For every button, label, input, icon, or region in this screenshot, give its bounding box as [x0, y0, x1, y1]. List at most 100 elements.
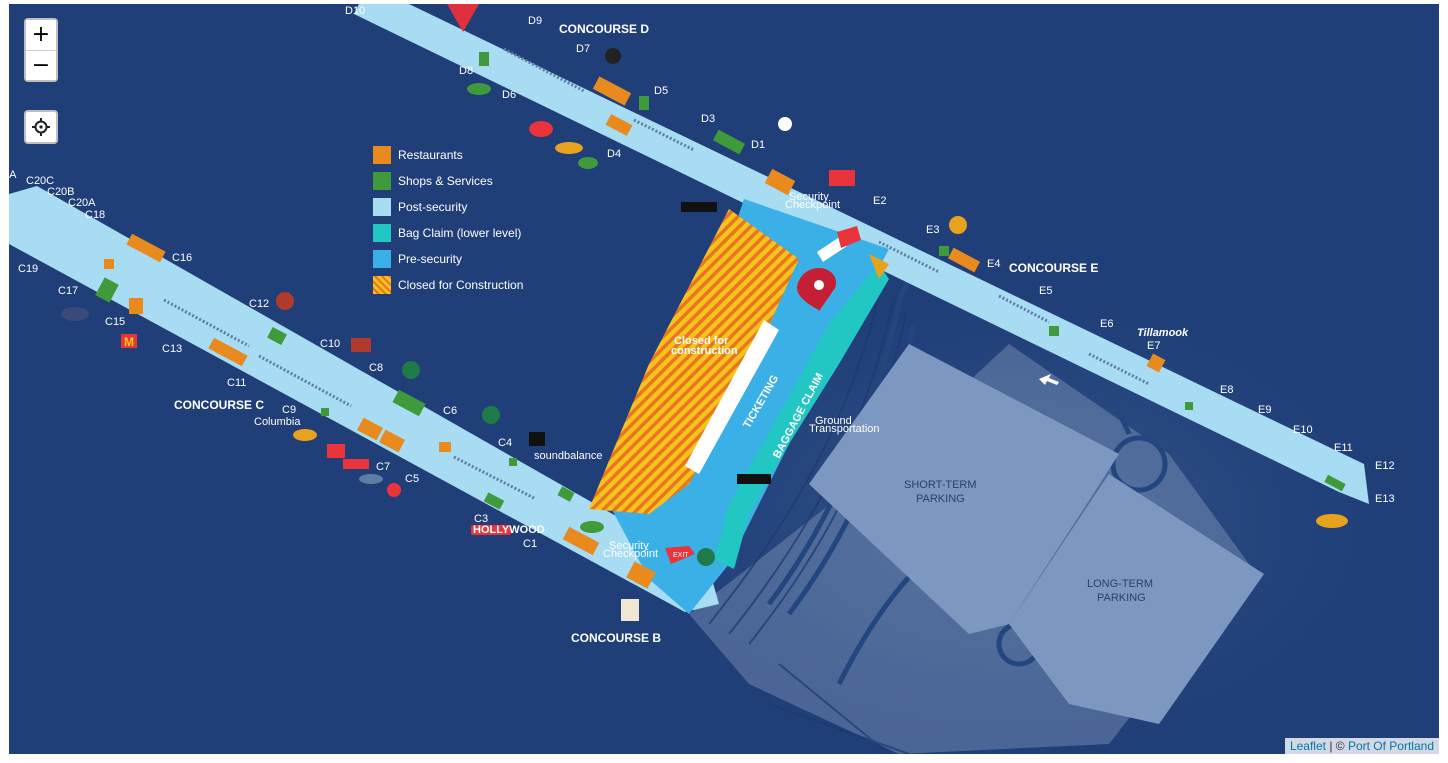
soundbalance-label: soundbalance	[534, 450, 603, 462]
airport-map: EXIT Closed for construction TICKETING B…	[9, 4, 1439, 754]
zoom-out-button[interactable]: −	[26, 50, 56, 80]
gate-c8: C8	[369, 362, 383, 374]
gate-c19: C19	[18, 263, 38, 275]
gate-e5: E5	[1039, 285, 1052, 297]
legend-label: Pre-security	[398, 252, 463, 266]
gate-c10: C10	[320, 338, 340, 350]
gate-c13: C13	[162, 343, 182, 355]
closed-label-1: Closed for	[674, 335, 729, 347]
hollywood-sign	[471, 525, 511, 535]
zoom-control: + −	[24, 18, 58, 82]
gate-d10: D10	[345, 5, 365, 17]
gate-e9: E9	[1258, 404, 1271, 416]
ticket-counters	[685, 236, 847, 474]
concourse-d-label: CONCOURSE D	[559, 22, 649, 36]
gate-c11: C11	[227, 377, 246, 389]
road-arrow	[1039, 374, 1059, 385]
gate-c5: C5	[405, 473, 419, 485]
gate-e6: E6	[1100, 318, 1113, 330]
legend-item: Pre-security	[373, 246, 523, 272]
map-attribution: Leaflet | © Port Of Portland	[1284, 738, 1439, 754]
closed-construction-zone	[589, 209, 799, 514]
legend-item: Post-security	[373, 194, 523, 220]
gate-e12: E12	[1375, 460, 1395, 472]
gate-c16: C16	[172, 252, 192, 264]
concourse-c-label: CONCOURSE C	[174, 398, 264, 412]
gate-d6: D6	[502, 89, 516, 101]
tillamook-label: Tillamook	[1137, 327, 1189, 339]
gate-e13: E13	[1375, 493, 1395, 505]
ground-label-1: Ground	[815, 415, 852, 427]
attribution-separator: | ©	[1325, 739, 1348, 753]
gate-e10: E10	[1293, 424, 1313, 436]
svg-text:EXIT: EXIT	[673, 552, 689, 559]
gate-d7: D7	[576, 43, 590, 55]
gate-e4: E4	[987, 258, 1000, 270]
legend-item: Bag Claim (lower level)	[373, 220, 523, 246]
gate-d1: D1	[751, 139, 765, 151]
hollywood-label: HOLLYWOOD	[473, 524, 545, 536]
long-term-label-1: LONG-TERM	[1087, 578, 1153, 590]
ground-label-2: Transportation	[809, 423, 880, 435]
columbia-label: Columbia	[254, 416, 301, 428]
gate-c7: C7	[376, 461, 390, 473]
long-term-label-2: PARKING	[1097, 592, 1146, 604]
short-term-label-2: PARKING	[916, 493, 965, 505]
gate-c18: C18	[85, 209, 105, 221]
gate-e2: E2	[873, 195, 886, 207]
legend-label: Bag Claim (lower level)	[398, 226, 522, 240]
gate-e3: E3	[926, 224, 939, 236]
concourse-b-label: CONCOURSE B	[571, 631, 661, 645]
security-b-2: Checkpoint	[603, 548, 658, 560]
exit-signs: EXIT	[665, 226, 861, 564]
gate-labels: D10 D9 D7 D8 D6 D5 D4 D3 D1 E2 E3 E4 E5 …	[9, 5, 1395, 550]
short-term-label-1: SHORT-TERM	[904, 479, 977, 491]
locate-button[interactable]	[24, 110, 58, 144]
gate-d9: D9	[528, 15, 542, 27]
gate-d5: D5	[654, 85, 668, 97]
security-b-1: Security	[609, 540, 649, 552]
gate-c15: C15	[105, 316, 125, 328]
concourse-e-label: CONCOURSE E	[1009, 261, 1098, 275]
gate-e11: E11	[1334, 442, 1353, 454]
legend-swatch	[373, 250, 391, 268]
map-canvas[interactable]: EXIT Closed for construction TICKETING B…	[9, 4, 1439, 754]
legend-swatch	[373, 224, 391, 242]
gate-c20a: C20A	[68, 197, 96, 209]
leaflet-link[interactable]: Leaflet	[1289, 739, 1326, 753]
legend-swatch	[373, 146, 391, 164]
legend-item: Shops & Services	[373, 168, 523, 194]
concourse-c-b	[9, 186, 719, 612]
moving-walkways	[163, 47, 1150, 500]
legend-swatch	[373, 276, 391, 294]
svg-text:M: M	[124, 335, 134, 349]
gate-c12: C12	[249, 298, 269, 310]
closed-label-2: construction	[671, 345, 738, 357]
gate-d4: D4	[607, 148, 621, 160]
crosshair-icon	[32, 118, 50, 136]
gate-d3: D3	[701, 113, 715, 125]
location-marker[interactable]	[797, 268, 837, 311]
gate-c9: C9	[282, 404, 296, 416]
security-d-1: Security	[789, 191, 829, 203]
gate-c3: C3	[474, 513, 488, 525]
long-term-parking	[1009, 474, 1264, 724]
top-marker	[447, 4, 479, 32]
baggage-claim-area	[714, 264, 889, 569]
security-d-2: Checkpoint	[785, 199, 840, 211]
legend-swatch	[373, 172, 391, 190]
restaurant-blocks	[104, 76, 1166, 589]
gate-c20c: C20C	[26, 175, 54, 187]
gate-c4: C4	[498, 437, 512, 449]
gate-e7: E7	[1147, 340, 1160, 352]
legend-item: Restaurants	[373, 142, 523, 168]
port-of-portland-link[interactable]: Port Of Portland	[1347, 739, 1434, 753]
short-term-parking	[809, 344, 1119, 634]
legend-swatch	[373, 198, 391, 216]
logos: M	[61, 48, 1348, 621]
legend-item: Closed for Construction	[373, 272, 523, 298]
legend-label: Shops & Services	[398, 174, 493, 188]
gate-e8: E8	[1220, 384, 1233, 396]
gate-c20b: C20B	[47, 186, 75, 198]
zoom-in-button[interactable]: +	[26, 20, 56, 50]
